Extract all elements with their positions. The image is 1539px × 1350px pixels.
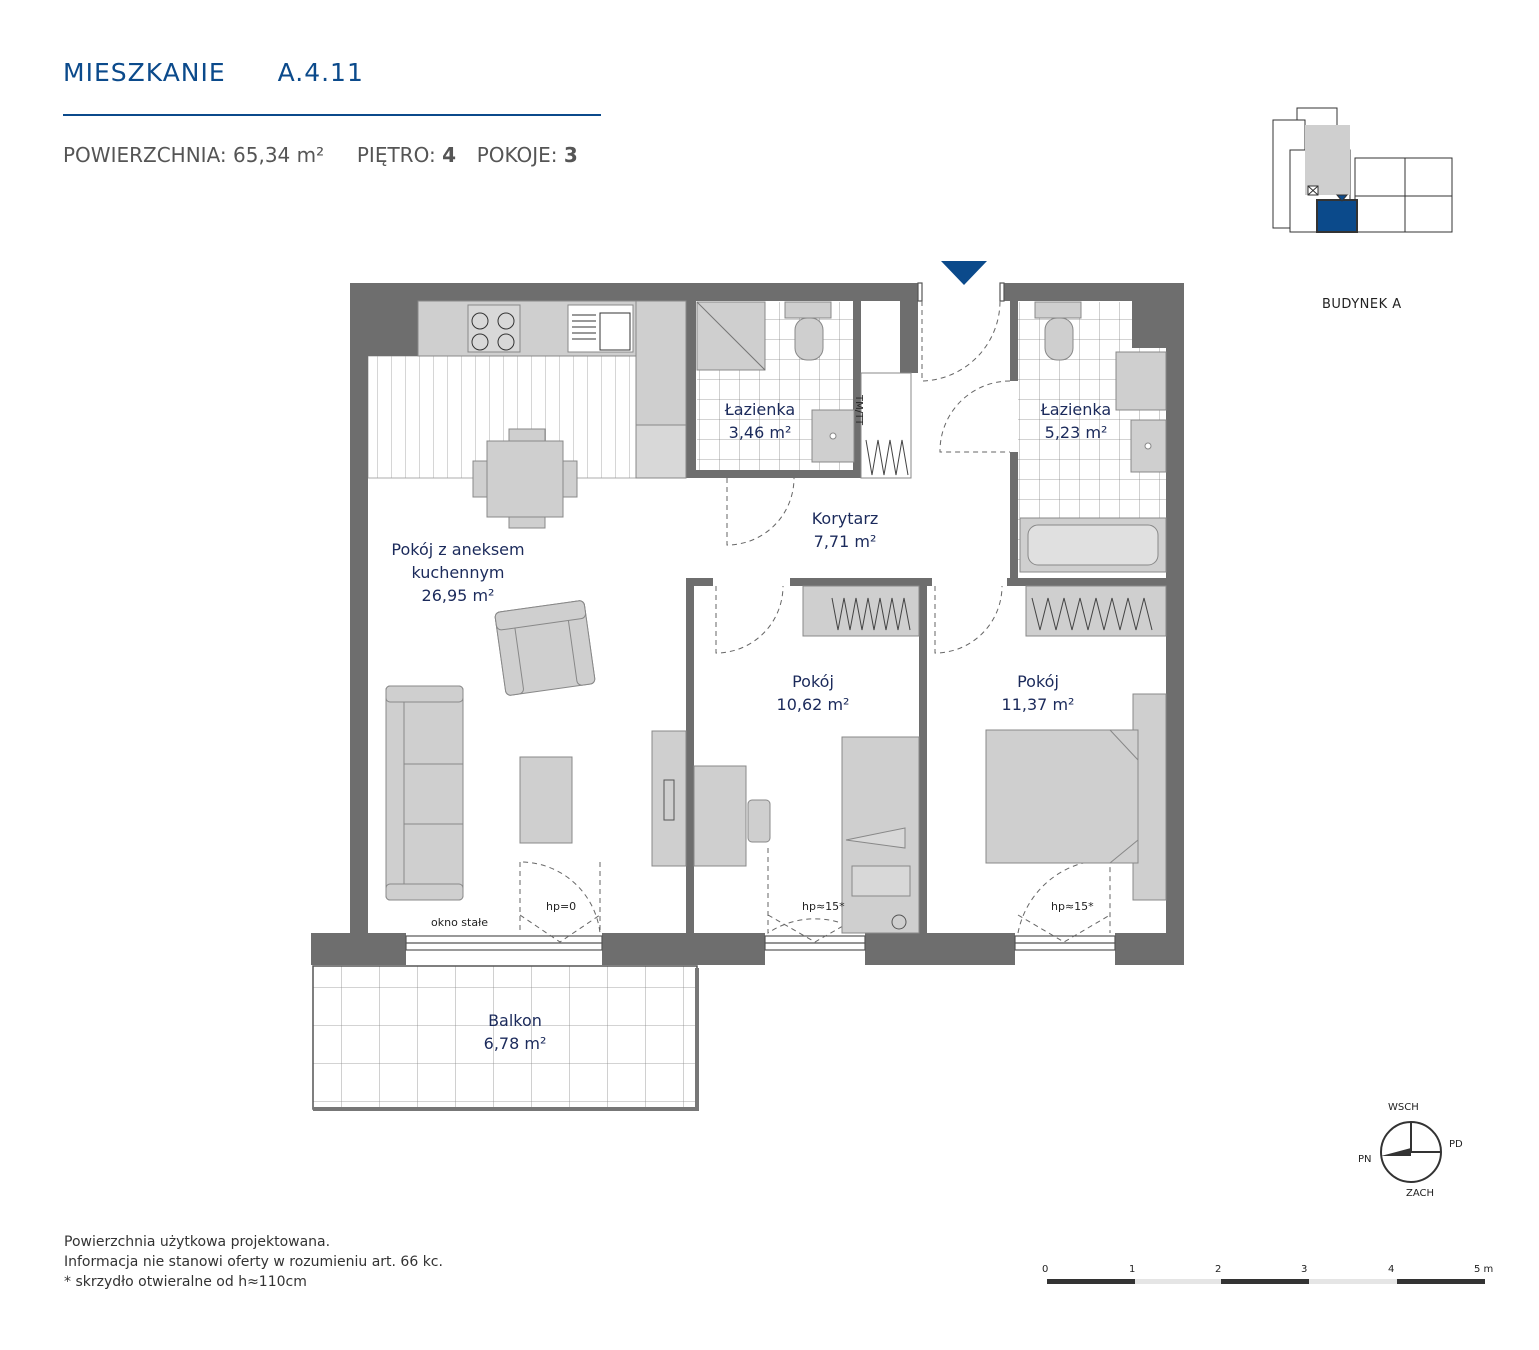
rooms-value: 3 [563, 143, 578, 167]
scale-tick-1: 1 [1129, 1264, 1136, 1275]
hp-room1: hp≈15* [802, 900, 845, 913]
apartment-info: POWIERZCHNIA: 65,34 m² PIĘTRO: 4 POKOJE:… [63, 143, 578, 167]
area-label: POWIERZCHNIA: [63, 143, 227, 167]
footer-line-1: Powierzchnia użytkowa projektowana. [64, 1234, 331, 1250]
wardrobes [802, 585, 1167, 637]
building-key-plan [1272, 107, 1453, 233]
kitchen-counter [417, 300, 687, 479]
compass-west: PN [1358, 1154, 1372, 1165]
area-value: 65,34 m² [233, 143, 325, 167]
living-label: Pokój z aneksem kuchennym 26,95 m² [391, 540, 525, 605]
coffee-table [519, 756, 573, 844]
footer-line-2: Informacja nie stanowi oferty w rozumien… [64, 1254, 443, 1270]
title-divider [63, 114, 601, 116]
armchair [494, 600, 596, 696]
shaft-label: TM/TT [853, 395, 864, 426]
balcony-label: Balkon 6,78 m² [483, 1011, 547, 1053]
compass-north: WSCH [1388, 1102, 1419, 1113]
title-code: A.4.11 [277, 58, 364, 87]
hp-living: hp=0 [546, 900, 577, 913]
windows [405, 282, 1116, 951]
dining-set [472, 428, 578, 529]
footer-notes: Powierzchnia użytkowa projektowana. Info… [64, 1232, 443, 1292]
room1-furniture [693, 736, 920, 934]
bath2-label: Łazienka 5,23 m² [1040, 400, 1112, 442]
corridor-label: Korytarz 7,71 m² [811, 509, 879, 551]
fixed-window-note: okno stałe [431, 916, 488, 929]
room2-bed [985, 693, 1167, 901]
sofa [385, 685, 464, 901]
compass-rose [1380, 1121, 1442, 1183]
hp-room2: hp≈15* [1051, 900, 1094, 913]
bath1-fixtures [696, 301, 912, 479]
scale-bar [1047, 1279, 1485, 1284]
scale-tick-4: 4 [1388, 1264, 1395, 1275]
title-word: MIESZKANIE [63, 58, 226, 87]
scale-tick-0: 0 [1042, 1264, 1049, 1275]
entrance-arrow [941, 261, 987, 285]
scale-tick-3: 3 [1301, 1264, 1308, 1275]
footer-line-3: * skrzydło otwieralne od h≈110cm [64, 1274, 307, 1290]
room1-label: Pokój 10,62 m² [776, 672, 850, 714]
building-label: BUDYNEK A [1322, 297, 1402, 312]
rooms-label: POKOJE: [476, 143, 558, 167]
floor-label: PIĘTRO: [356, 143, 436, 167]
floor-value: 4 [442, 143, 456, 167]
scale-tick-5: 5 m [1474, 1264, 1494, 1275]
compass-east: PD [1449, 1139, 1463, 1150]
walls [311, 283, 1184, 965]
bath1-label: Łazienka 3,46 m² [724, 400, 796, 442]
scale-tick-2: 2 [1215, 1264, 1222, 1275]
apartment-title: MIESZKANIE A.4.11 [63, 58, 364, 87]
room2-label: Pokój 11,37 m² [1001, 672, 1075, 714]
bath2-fixtures [1019, 301, 1167, 573]
balcony-floor [312, 965, 698, 1110]
tv-unit [651, 730, 687, 867]
compass-south: ZACH [1406, 1188, 1435, 1199]
